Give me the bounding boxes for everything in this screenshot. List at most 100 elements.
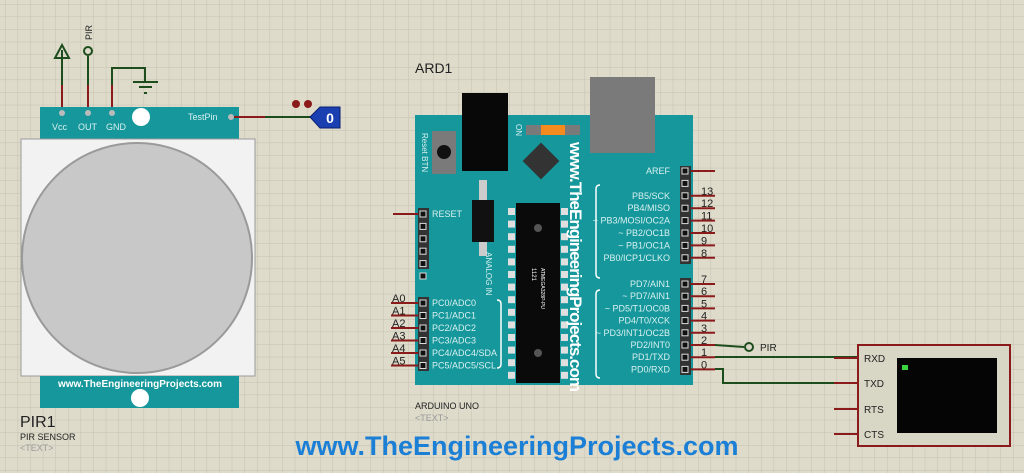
header-pin[interactable] (419, 260, 427, 268)
header-pin[interactable] (681, 280, 689, 288)
header-pin[interactable] (419, 210, 427, 218)
header-pin[interactable] (419, 324, 427, 332)
pin-label: PD1/TXD (632, 352, 671, 362)
chip-pin (508, 334, 515, 341)
logic-probe[interactable]: 0 (292, 100, 341, 129)
pin-label: PC1/ADC1 (432, 311, 476, 321)
pin-label: PC0/ADC0 (432, 298, 476, 308)
pin-label: PB4/MISO (627, 203, 670, 213)
chip-pin (561, 258, 568, 266)
pin-label: PC2/ADC2 (432, 323, 476, 333)
header-pin[interactable] (419, 349, 427, 357)
header-analog (418, 297, 429, 371)
power-jack (462, 93, 508, 171)
header-digital-high (680, 166, 691, 264)
pin-label: ~ PD3/INT1/OC2B (596, 328, 670, 338)
net-label: A1 (392, 306, 405, 318)
pir-type-label: PIR SENSOR (20, 432, 76, 442)
header-pin[interactable] (419, 337, 427, 344)
header-pin[interactable] (419, 272, 427, 280)
net-terminal-icon (83, 46, 93, 56)
chip-pin (508, 296, 515, 304)
pin-label: PD4/T0/XCK (618, 316, 670, 326)
pin-number: 4 (701, 311, 707, 323)
header-pin[interactable] (419, 222, 427, 230)
terminal-screen (897, 358, 997, 433)
on-label: ON (514, 124, 523, 136)
header-pin[interactable] (681, 179, 689, 187)
chip-pin (508, 233, 515, 241)
chip-pin (508, 283, 515, 291)
chip-pin (508, 359, 515, 367)
header-pin[interactable] (419, 362, 427, 369)
diode (472, 200, 494, 242)
pir-lens (21, 142, 253, 374)
atmega-chip: 1121 ATMEGA328P-PU (508, 203, 568, 383)
header-pin[interactable] (681, 353, 689, 361)
header-digital-low (680, 278, 691, 375)
chip-pin (508, 208, 515, 215)
pin-number: 3 (701, 323, 707, 335)
header-pin[interactable] (681, 329, 689, 337)
arduino-uno[interactable]: ARD1 Reset BTN ON ANALOG IN 1121 ATMEGA3… (391, 60, 715, 423)
header-pin[interactable] (681, 365, 689, 373)
power-terminal-icon (53, 42, 71, 59)
header-pin[interactable] (419, 299, 427, 307)
terminal-pin-rxd: RXD (864, 354, 885, 365)
terminal-cursor (902, 365, 908, 370)
header-pin[interactable] (681, 241, 689, 249)
footer-website[interactable]: www.TheEngineeringProjects.com (294, 431, 738, 461)
header-pin[interactable] (681, 229, 689, 237)
chip-pin (508, 258, 515, 266)
pin-label: PD0/RXD (631, 364, 671, 374)
arduino-text-label: <TEXT> (415, 413, 449, 423)
pir-sensor[interactable]: PIR Vcc OUT GND TestPin www.TheEngineeri… (20, 24, 256, 453)
pin-label-gnd: GND (106, 122, 127, 132)
pin-label: PD7/AIN1 (630, 279, 670, 289)
header-pin[interactable] (681, 292, 689, 300)
virtual-terminal[interactable]: RXD TXD RTS CTS (857, 344, 1011, 447)
header-pin[interactable] (681, 204, 689, 212)
chip-pin (508, 271, 515, 278)
pir-net-label: PIR (84, 24, 94, 40)
mount-hole (132, 108, 150, 126)
header-pin[interactable] (419, 312, 427, 319)
pin-number: 13 (701, 186, 713, 198)
header-pin[interactable] (419, 247, 427, 255)
pin-number: 9 (701, 235, 707, 247)
pir-ref-label: PIR1 (20, 414, 56, 431)
header-pin[interactable] (681, 217, 689, 225)
header-pin[interactable] (681, 192, 689, 200)
pir-website-label: www.TheEngineeringProjects.com (57, 379, 222, 390)
pin-number: 10 (701, 223, 713, 235)
header-pin[interactable] (681, 341, 689, 349)
chip-pin (561, 245, 568, 253)
chip-pin (508, 220, 515, 228)
pin-label: ~ PB2/OC1B (618, 228, 670, 238)
header-pin[interactable] (681, 254, 689, 262)
arduino-website-label: www.TheEngineeringProjects.com (566, 141, 585, 392)
pin-number: 1 (701, 347, 707, 359)
on-led (541, 125, 565, 135)
usb-chip (522, 142, 560, 180)
header-pin[interactable] (419, 235, 427, 243)
chip-pin (561, 208, 568, 215)
pin-label: ~ PD7/AIN1 (622, 291, 670, 301)
header-pin[interactable] (681, 304, 689, 312)
chip-pin (561, 283, 568, 291)
chip-pin (508, 321, 515, 329)
header-pin[interactable] (681, 317, 689, 325)
pir-net-terminal-icon (744, 342, 754, 352)
chip-pin (561, 359, 568, 367)
pin-number: 8 (701, 248, 707, 260)
pin-label: ~ PB3/MOSI/OC2A (593, 216, 670, 226)
pin-number: 7 (701, 274, 707, 286)
terminal-pin-cts: CTS (864, 430, 884, 441)
net-label: A4 (392, 343, 405, 355)
net-label: A5 (392, 356, 405, 368)
pin-number: 5 (701, 298, 707, 310)
chip-part-number: ATMEGA328P-PU (539, 268, 545, 309)
header-pin[interactable] (681, 167, 689, 175)
pin-label: PD2/INT0 (630, 340, 670, 350)
